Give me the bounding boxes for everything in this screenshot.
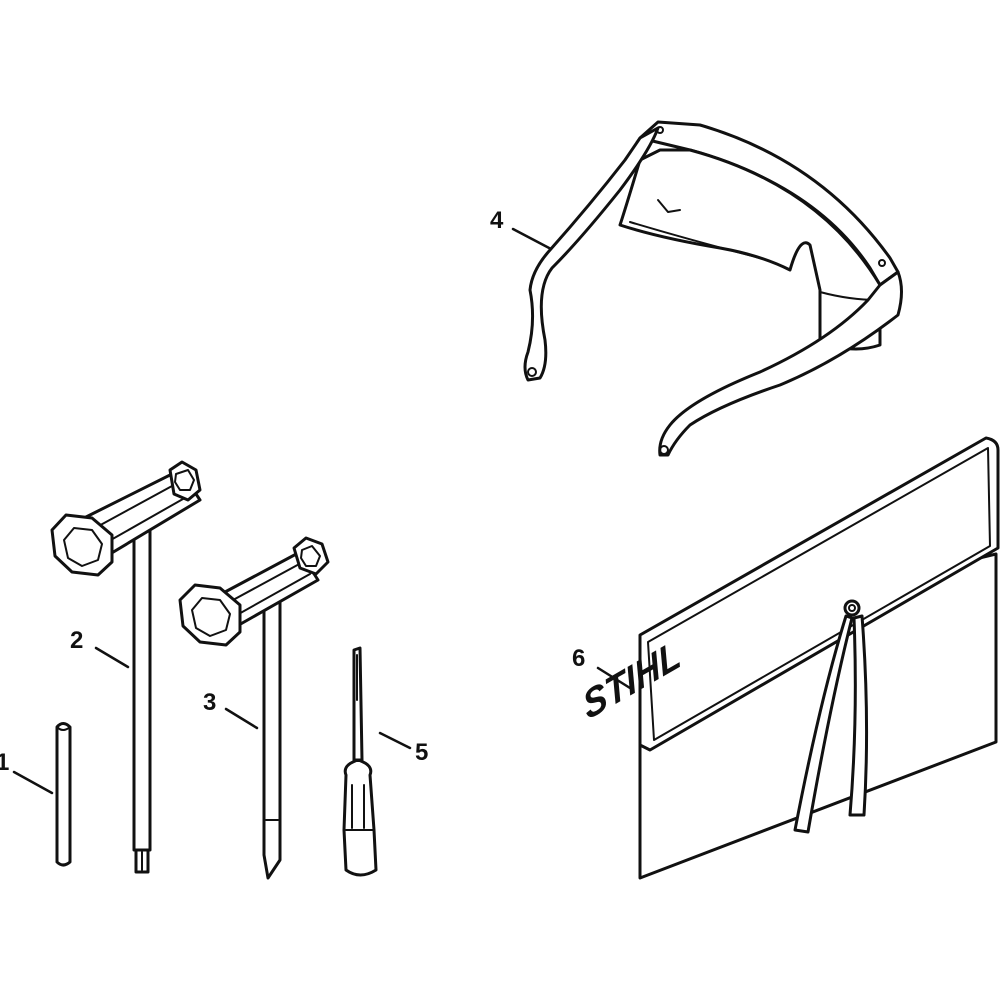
part-2-combination-wrench: [50, 460, 202, 874]
part-1-pin: [55, 722, 72, 867]
part-number-6: 6: [572, 645, 585, 672]
leader-line-5: [378, 731, 412, 750]
part-number-2: 2: [70, 627, 83, 654]
leader-line-1: [12, 770, 54, 795]
leader-line-3: [224, 707, 259, 730]
part-3-combination-wrench: [178, 536, 330, 880]
part-number-4: 4: [490, 207, 504, 234]
leader-line-4: [511, 227, 553, 251]
part-number-5: 5: [415, 739, 428, 766]
leader-line-2: [94, 646, 130, 669]
leader-line-6: [596, 666, 632, 690]
part-6-tool-pouch: STIHL: [579, 436, 1000, 880]
part-number-3: 3: [203, 689, 216, 716]
part-number-1: 1: [0, 749, 9, 776]
part-5-screwdriver: [342, 646, 378, 877]
part-4-safety-glasses: [523, 120, 903, 457]
